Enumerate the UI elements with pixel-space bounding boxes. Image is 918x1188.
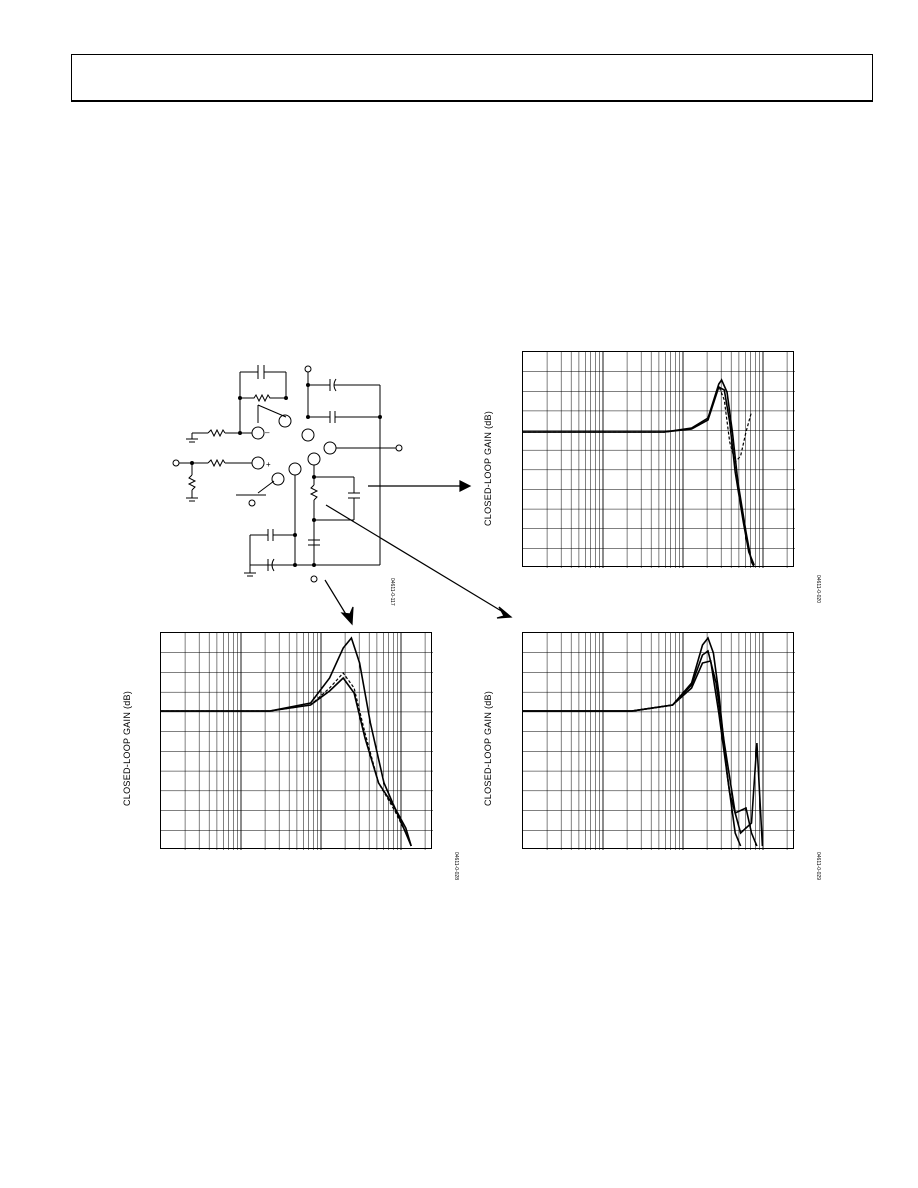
page-header-box [71,54,873,102]
plot-curve-0 [161,636,412,847]
circuit-schematic: – + [172,365,403,583]
plot-bottom-left-svg [161,633,433,850]
plot-bottom-right [522,632,795,850]
plot-top-right [522,351,795,568]
plot-bottom-right-ylabel: CLOSED-LOOP GAIN (dB) [483,690,493,806]
plot-curve-2 [161,676,412,847]
plot-top-right-ylabel: CLOSED-LOOP GAIN (dB) [483,410,493,526]
plot-bottom-right-svg [523,633,795,850]
plot-curve-2 [523,660,764,847]
svg-text:–: – [265,428,270,437]
plot-curve-2 [523,384,753,464]
plot-curve-0 [523,378,755,568]
plot-curve-0 [523,636,742,847]
plot-bottom-left [160,632,433,850]
plot-top-right-code: 04611-0-020 [815,575,821,603]
plot-curve-1 [161,672,412,847]
svg-text:+: + [266,460,271,469]
plot-curve-1 [523,649,758,847]
schematic-code: 04611-0-117 [389,578,395,606]
plot-top-right-svg [523,352,795,568]
plot-bottom-left-ylabel: CLOSED-LOOP GAIN (dB) [122,690,132,806]
plot-bottom-left-code: 04611-0-028 [453,852,459,880]
plot-bottom-right-code: 04611-0-029 [815,852,821,880]
plot-curve-1 [523,385,755,566]
